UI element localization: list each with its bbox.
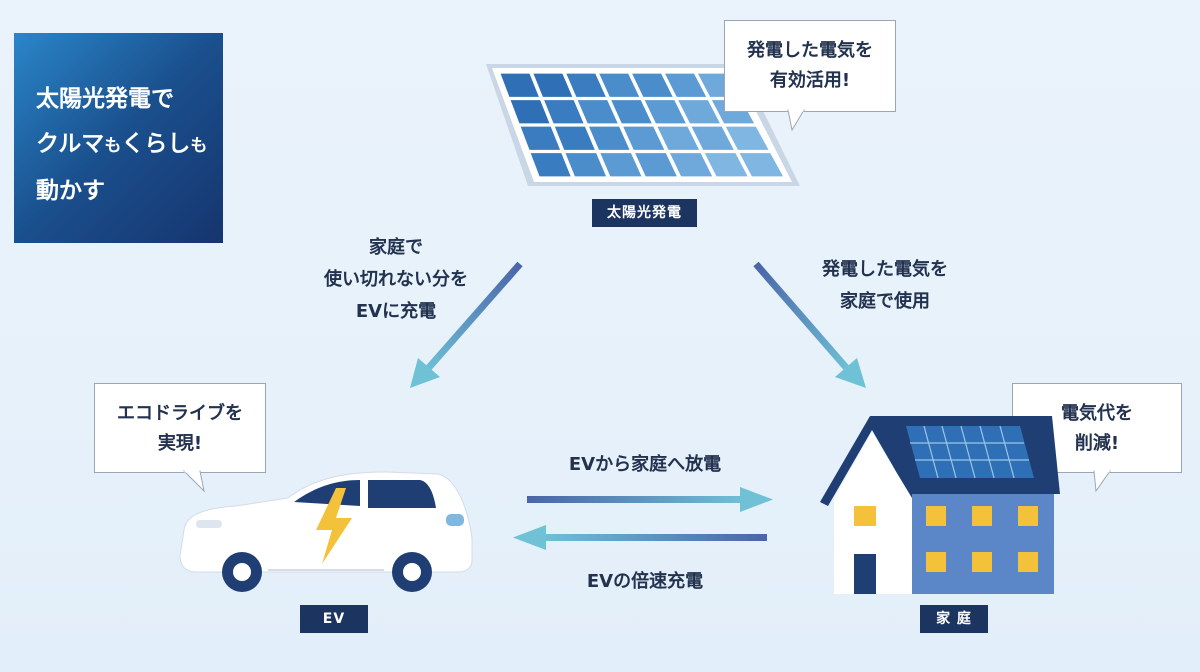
home-bubble-line-1: 電気代を	[1061, 403, 1133, 424]
solar-cell	[623, 126, 665, 150]
solar-cell	[665, 73, 707, 97]
flow-home-to-ev-text: EVの倍速充電	[586, 571, 704, 592]
flow-solar-to-home-line-1: 発電した電気を	[822, 259, 948, 280]
solar-cell	[577, 100, 618, 124]
flow-solar-to-ev-line-3: EVに充電	[355, 301, 437, 322]
title-line-1: 太陽光発電で	[36, 86, 174, 112]
solar-cell	[600, 153, 642, 177]
title-word-life: くらし	[121, 131, 191, 157]
solar-cell	[500, 73, 539, 97]
home-bubble-tail	[1093, 470, 1111, 493]
solar-bubble-tail	[787, 109, 805, 132]
solar-cell	[704, 153, 748, 177]
flow-solar-to-ev-text: 家庭で 使い切れない分を EVに充電	[286, 232, 506, 328]
title-word-car: クルマ	[36, 131, 105, 157]
house-icon	[820, 416, 1060, 594]
solar-cell	[611, 100, 652, 124]
solar-cell	[544, 100, 584, 124]
solar-speech-bubble: 発電した電気を 有効活用!	[724, 20, 896, 112]
solar-cell	[635, 153, 677, 177]
solar-cell	[565, 153, 607, 177]
ev-bubble-line-1: エコドライブを	[117, 403, 243, 424]
solar-cell	[554, 126, 595, 150]
solar-cell	[520, 126, 561, 150]
arrow-ev-to-home	[527, 487, 773, 512]
solar-cell	[632, 73, 673, 97]
solar-cell	[599, 73, 640, 97]
home-bubble-line-2: 削減!	[1074, 433, 1120, 454]
arrow-solar-to-home	[753, 261, 866, 388]
title-particle: も	[190, 136, 208, 156]
arrow-home-to-ev	[513, 525, 767, 550]
solar-cell	[566, 73, 606, 97]
solar-cell	[530, 153, 571, 177]
flow-ev-to-home-text: EVから家庭へ放電	[568, 454, 722, 475]
ev-bubble-line-2: 実現!	[157, 433, 203, 454]
flow-solar-to-home-line-2: 家庭で使用	[840, 291, 930, 312]
title-line-2: クルマもくらしも	[36, 122, 223, 169]
solar-cell	[678, 100, 720, 124]
arrow-solar-to-ev	[410, 261, 523, 388]
title-particle: も	[104, 136, 122, 156]
flow-solar-to-ev-line-2: 使い切れない分を	[324, 269, 468, 290]
solar-label: 太陽光発電	[592, 199, 697, 227]
title-line-3: 動かす	[36, 178, 105, 204]
solar-cell	[657, 126, 700, 150]
solar-bubble-line-1: 発電した電気を	[747, 40, 873, 61]
solar-cell	[669, 153, 713, 177]
ev-speech-bubble: エコドライブを 実現!	[94, 383, 266, 473]
title-box: 太陽光発電で クルマもくらしも 動かす	[14, 33, 223, 243]
ev-label: EV	[300, 605, 368, 633]
solar-panel-icon	[486, 64, 800, 186]
solar-cell	[691, 126, 734, 150]
solar-cell	[589, 126, 630, 150]
solar-cell	[725, 126, 769, 150]
solar-bubble-line-2: 有効活用!	[769, 70, 851, 91]
solar-cell	[533, 73, 573, 97]
solar-cell	[644, 100, 686, 124]
ev-bubble-tail	[182, 470, 205, 493]
flow-solar-to-ev-line-1: 家庭で	[369, 237, 423, 258]
solar-cell	[510, 100, 550, 124]
ev-car-icon	[179, 471, 473, 592]
flow-solar-to-home-text: 発電した電気を 家庭で使用	[790, 254, 980, 318]
home-label: 家 庭	[920, 605, 988, 633]
solar-cell	[739, 153, 784, 177]
